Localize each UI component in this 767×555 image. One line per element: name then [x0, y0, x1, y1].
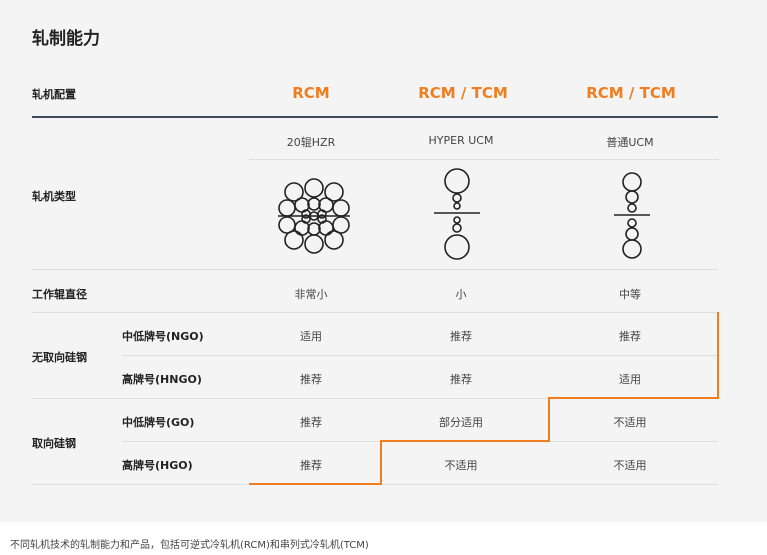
column-head-rcm: RCM [292, 84, 330, 102]
table-cell: 推荐 [300, 373, 322, 386]
hyper-ucm-diagram [434, 168, 480, 260]
divider [32, 269, 718, 270]
mill-type-label: 轧机类型 [32, 190, 76, 203]
sub-label: 高牌号(HGO) [122, 459, 193, 472]
work-roll-value: 小 [455, 288, 467, 301]
divider [122, 355, 718, 356]
table-cell: 部分适用 [439, 416, 483, 429]
recommendation-boundary-line [249, 312, 719, 485]
mill-name-divider [249, 159, 719, 160]
table-cell: 适用 [300, 330, 322, 343]
table-cell: 不适用 [613, 459, 647, 472]
sub-label: 中低牌号(GO) [122, 416, 195, 429]
normal-ucm-diagram [614, 172, 650, 259]
hzr-20-roll-diagram [278, 178, 350, 254]
table-cell: 推荐 [450, 373, 472, 386]
group-label-go: 取向硅钢 [32, 437, 76, 450]
mill-config-label: 轧机配置 [32, 88, 76, 101]
table-cell: 推荐 [300, 416, 322, 429]
column-head-rcm-tcm-1: RCM / TCM [418, 84, 508, 102]
work-roll-value: 非常小 [294, 288, 328, 301]
page-title: 轧制能力 [32, 29, 100, 49]
divider [32, 398, 718, 399]
mill-name-3: 普通UCM [606, 136, 654, 149]
header-rule [32, 116, 718, 118]
work-roll-value: 中等 [619, 288, 641, 301]
sub-label: 高牌号(HNGO) [122, 373, 202, 386]
table-cell: 推荐 [619, 330, 641, 343]
table-cell: 推荐 [450, 330, 472, 343]
table-cell: 适用 [619, 373, 641, 386]
column-head-rcm-tcm-2: RCM / TCM [586, 84, 676, 102]
sub-label: 中低牌号(NGO) [122, 330, 204, 343]
mill-name-1: 20辊HZR [286, 136, 336, 149]
work-roll-label: 工作辊直径 [32, 288, 87, 301]
content-panel: 轧制能力 轧机配置 RCM RCM / TCM RCM / TCM 20辊HZR… [0, 0, 767, 522]
group-label-ngo: 无取向硅钢 [32, 351, 87, 364]
table-cell: 不适用 [613, 416, 647, 429]
mill-name-2: HYPER UCM [428, 134, 494, 147]
figure-caption: 不同轧机技术的轧制能力和产品，包括可逆式冷轧机(RCM)和串列式冷轧机(TCM) [10, 540, 369, 551]
table-cell: 推荐 [300, 459, 322, 472]
table-cell: 不适用 [444, 459, 478, 472]
divider [32, 312, 718, 313]
